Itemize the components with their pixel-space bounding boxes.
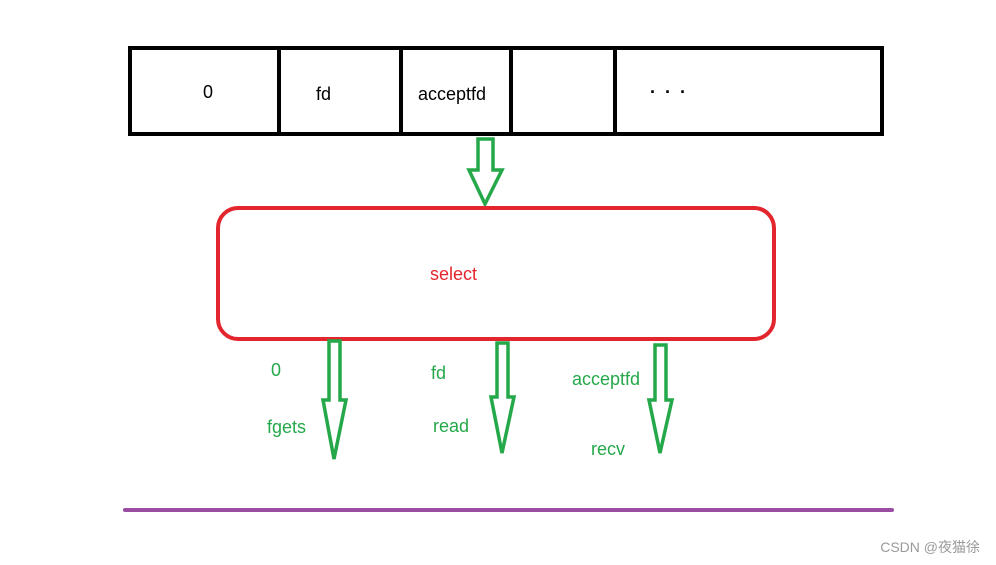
output-call-recv: recv: [591, 439, 626, 459]
output-fd-0: 0: [271, 360, 282, 380]
select-label: select: [430, 264, 478, 284]
output-call-read: read: [433, 416, 470, 436]
output-arrow-acceptfd: [646, 343, 675, 454]
watermark: CSDN @夜猫徐: [880, 539, 980, 555]
fd-array-box: [128, 46, 884, 136]
fd-cell-ellipsis: · · ·: [650, 82, 688, 102]
select-box: [216, 206, 776, 341]
fd-cell-acceptfd: acceptfd: [418, 84, 487, 104]
output-arrow-fd: [488, 341, 517, 454]
output-fd-fd: fd: [431, 363, 447, 383]
fd-cell-fd: fd: [316, 84, 332, 104]
output-fd-acceptfd: acceptfd: [572, 369, 641, 389]
fd-cell-0: 0: [203, 82, 214, 102]
output-call-fgets: fgets: [267, 417, 307, 437]
input-arrow: [466, 137, 505, 209]
output-arrow-0: [320, 339, 349, 460]
